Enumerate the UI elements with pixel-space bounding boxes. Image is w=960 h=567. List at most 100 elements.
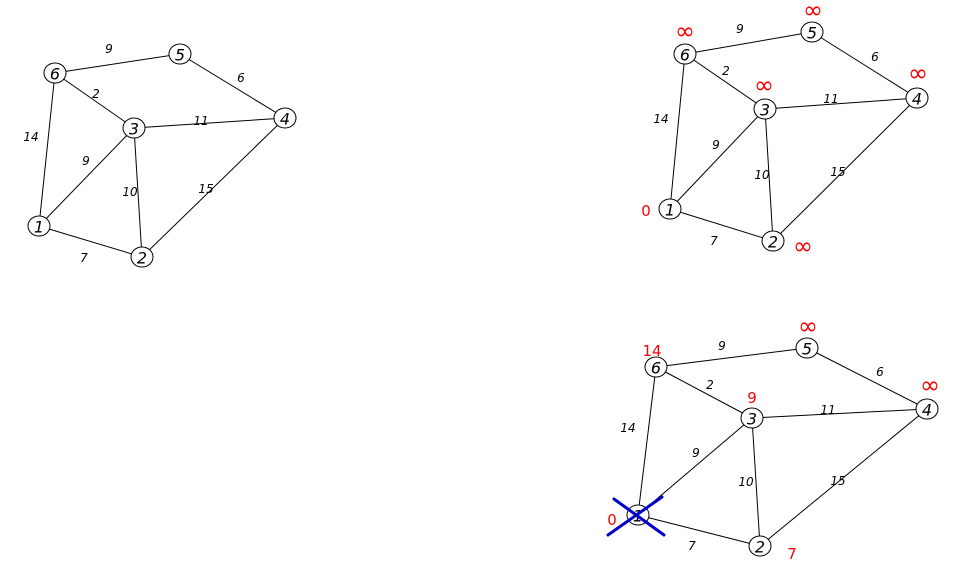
node-2: 2 — [130, 246, 154, 268]
node-1: 1 — [27, 215, 51, 237]
node-circle — [644, 356, 668, 378]
edge-weight-3-2: 10 — [122, 185, 138, 199]
edge-1-2 — [38, 225, 143, 258]
edge-weight-1-3: 9 — [692, 446, 700, 460]
node-1: 1 — [658, 198, 682, 220]
node-label: 3 — [747, 410, 757, 429]
edge-2-4 — [759, 408, 928, 547]
edge-weight-6-5: 9 — [736, 22, 744, 36]
edge-1-3 — [38, 127, 135, 227]
node-circle — [673, 43, 697, 65]
edge-weight-6-5: 9 — [718, 339, 726, 353]
node-label: 1 — [665, 201, 675, 220]
node-4: 4 — [273, 107, 297, 129]
node-3: 3 — [122, 117, 146, 139]
node-circle — [43, 62, 67, 84]
edge-5-4 — [811, 31, 918, 99]
edge-weight-1-3: 9 — [82, 154, 90, 168]
edge-6-5 — [684, 31, 813, 55]
node-circle — [740, 407, 764, 429]
edge-weight-6-3: 2 — [92, 87, 100, 101]
node-label: 5 — [802, 340, 812, 359]
edge-weight-1-2: 7 — [710, 234, 718, 248]
node-circle — [122, 117, 146, 139]
edge-weight-1-2: 7 — [80, 251, 88, 265]
distance-label-node-5: ∞ — [803, 0, 823, 24]
edge-weight-6-1: 14 — [23, 130, 38, 144]
distance-label-node-1: 0 — [641, 202, 651, 220]
edge-weight-3-4: 11 — [823, 92, 838, 106]
edge-weight-2-4: 15 — [830, 165, 845, 179]
cross-stroke — [606, 495, 664, 537]
node-2: 2 — [761, 230, 785, 252]
edge-weight-3-2: 10 — [738, 475, 754, 489]
edge-6-3 — [54, 72, 135, 129]
edge-3-2 — [133, 127, 143, 258]
edge-6-3 — [684, 53, 766, 110]
edge-weight-1-2: 7 — [688, 539, 696, 553]
node-6: 6 — [644, 356, 668, 378]
node-circle — [905, 87, 929, 109]
distance-label-node-1: 0 — [607, 511, 617, 529]
node-label: 3 — [129, 120, 139, 139]
node-label: 2 — [755, 538, 765, 557]
edge-weight-3-4: 11 — [193, 114, 208, 128]
node-label: 6 — [50, 65, 60, 84]
node-3: 3 — [753, 98, 777, 120]
edge-weight-3-4: 11 — [820, 403, 835, 417]
distance-label-node-6: 14 — [642, 342, 661, 360]
node-circle — [658, 198, 682, 220]
edge-6-1 — [669, 53, 686, 210]
distance-label-node-3: 9 — [747, 389, 757, 407]
edge-weight-2-4: 15 — [830, 474, 845, 488]
node-6: 6 — [43, 62, 67, 84]
node-label: 5 — [175, 46, 185, 65]
node-5: 5 — [795, 337, 819, 359]
edge-weight-6-5: 9 — [105, 42, 113, 56]
node-circle — [800, 21, 824, 43]
node-circle — [27, 215, 51, 237]
edge-2-4 — [141, 117, 286, 258]
node-label: 5 — [807, 24, 817, 43]
edge-weight-6-3: 2 — [706, 378, 714, 392]
node-2: 2 — [748, 535, 772, 557]
node-circle — [753, 98, 777, 120]
distance-label-node-5: ∞ — [798, 312, 818, 340]
node-5: 5 — [800, 21, 824, 43]
edge-6-3 — [655, 366, 753, 419]
node-label: 2 — [768, 233, 778, 252]
distance-label-node-4: ∞ — [920, 371, 940, 399]
edge-3-4 — [764, 97, 918, 110]
graph-panel-after-step-one-graph: 9621114910157123456079∞∞14 — [606, 312, 940, 563]
node-label: 4 — [280, 110, 290, 129]
node-circle — [795, 337, 819, 359]
edge-1-3 — [669, 108, 766, 210]
node-circle — [748, 535, 772, 557]
edge-weight-3-2: 10 — [754, 168, 770, 182]
node-circle — [273, 107, 297, 129]
edge-2-4 — [772, 97, 918, 242]
distance-label-node-3: ∞ — [754, 71, 774, 99]
edge-weight-5-4: 6 — [876, 365, 884, 379]
edge-5-4 — [806, 347, 928, 410]
edge-6-5 — [54, 53, 181, 74]
distance-label-node-2: ∞ — [793, 232, 813, 260]
edge-weight-6-1: 14 — [620, 421, 635, 435]
visited-cross-mark-node-1 — [606, 495, 666, 537]
node-4: 4 — [915, 398, 939, 420]
cross-stroke — [612, 497, 666, 537]
edge-1-2 — [669, 208, 774, 242]
node-circle — [915, 398, 939, 420]
node-circle — [168, 43, 192, 65]
edge-weight-1-3: 9 — [712, 138, 720, 152]
node-circle — [130, 246, 154, 268]
edge-weight-6-3: 2 — [722, 64, 730, 78]
edge-1-2 — [637, 514, 761, 547]
edge-3-2 — [764, 108, 774, 242]
edge-3-4 — [751, 408, 928, 419]
edge-3-4 — [133, 117, 286, 129]
distance-label-node-2: 7 — [787, 545, 797, 563]
edge-6-1 — [637, 366, 657, 516]
node-label: 4 — [922, 401, 932, 420]
